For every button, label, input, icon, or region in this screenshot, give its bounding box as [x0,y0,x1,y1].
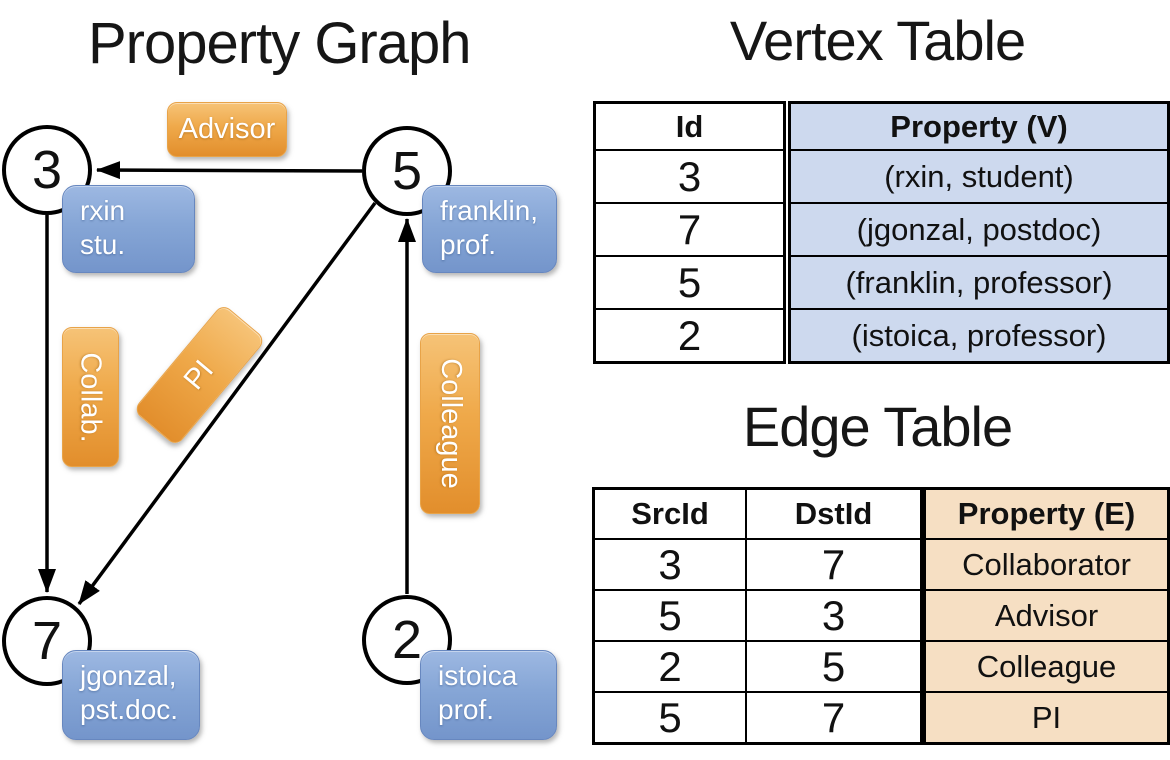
edge-table-property-block: Property (E) Collaborator Advisor Collea… [923,487,1170,745]
vertex-prop-line: prof. [438,694,495,725]
vertex-table-title: Vertex Table [729,9,1026,72]
vertex-prop-line: rxin [80,195,126,226]
vertex-prop-line: stu. [80,229,126,260]
vertex-table-cell: 2 [593,308,786,364]
edge-table-cell: 5 [592,691,747,745]
vertex-table-cell: 7 [593,202,786,257]
vertex-table-property-block: Property (V) (rxin, student) (jgonzal, p… [788,101,1170,364]
edge-label-colleague-text: Colleague [434,358,467,489]
edge-table-cell: 7 [745,538,923,591]
edge-label-collab-text: Collab. [75,351,107,443]
node-id-3: 3 [31,140,63,200]
vertex-table-id-block: Id 3 7 5 2 [593,101,786,364]
vertex-prop-line: franklin, [440,195,539,226]
edge-label-advisor: Advisor [167,102,287,157]
edge-table-title: Edge Table [742,395,1013,458]
node-circle-5: 5 [362,126,452,216]
edge-pi-arrow-5-to-7 [77,201,377,606]
vertex-prop-box-jgonzal: jgonzal, pst.doc. [62,650,200,740]
edge-label-pi-text: PI [178,353,221,396]
edge-label-collab: Collab. [62,327,119,467]
vertex-table-header-property: Property (V) [788,101,1170,151]
edge-table-header-property: Property (E) [923,487,1170,540]
edge-table-cell: Colleague [923,640,1170,693]
edge-table-ids-block: SrcId DstId 3 7 5 3 2 5 5 7 [592,487,923,745]
node-circle-2: 2 [362,595,452,685]
vertex-prop-line: jgonzal, [80,660,177,691]
node-id-2: 2 [391,610,423,670]
vertex-table-cell: (franklin, professor) [788,255,1170,310]
vertex-table-cell: 3 [593,149,786,204]
edge-table-cell: 2 [592,640,747,693]
edge-table-cell: 5 [592,589,747,642]
edge-table-cell: Advisor [923,589,1170,642]
node-id-7: 7 [31,611,63,671]
vertex-table-header-id: Id [593,101,786,151]
vertex-prop-line: prof. [440,229,497,260]
vertex-table-cell: (jgonzal, postdoc) [788,202,1170,257]
vertex-table-cell: 5 [593,255,786,310]
graph-edges-canvas [38,161,416,606]
vertex-prop-line: pst.doc. [80,694,179,725]
node-id-5: 5 [391,141,423,201]
vertex-table-cell: (istoica, professor) [788,308,1170,364]
edge-table-cell: PI [923,691,1170,745]
edge-label-advisor-text: Advisor [178,113,276,145]
vertex-prop-box-istoica: istoica prof. [420,650,557,740]
edge-table-cell: 3 [745,589,923,642]
edge-label-colleague: Colleague [420,333,480,514]
edge-table-header-srcid: SrcId [592,487,747,540]
edge-table-header-dstid: DstId [745,487,923,540]
edge-table-cell: 7 [745,691,923,745]
vertex-prop-line: istoica [438,660,518,691]
property-graph-title: Property Graph [88,11,472,76]
edge-table-cell: 5 [745,640,923,693]
vertex-prop-box-rxin: rxin stu. [62,185,195,273]
edge-advisor-arrow-5-to-3 [96,161,363,180]
vertex-prop-box-franklin: franklin, prof. [422,185,557,273]
edge-table-cell: 3 [592,538,747,591]
edge-table-cell: Collaborator [923,538,1170,591]
vertex-table-cell: (rxin, student) [788,149,1170,204]
